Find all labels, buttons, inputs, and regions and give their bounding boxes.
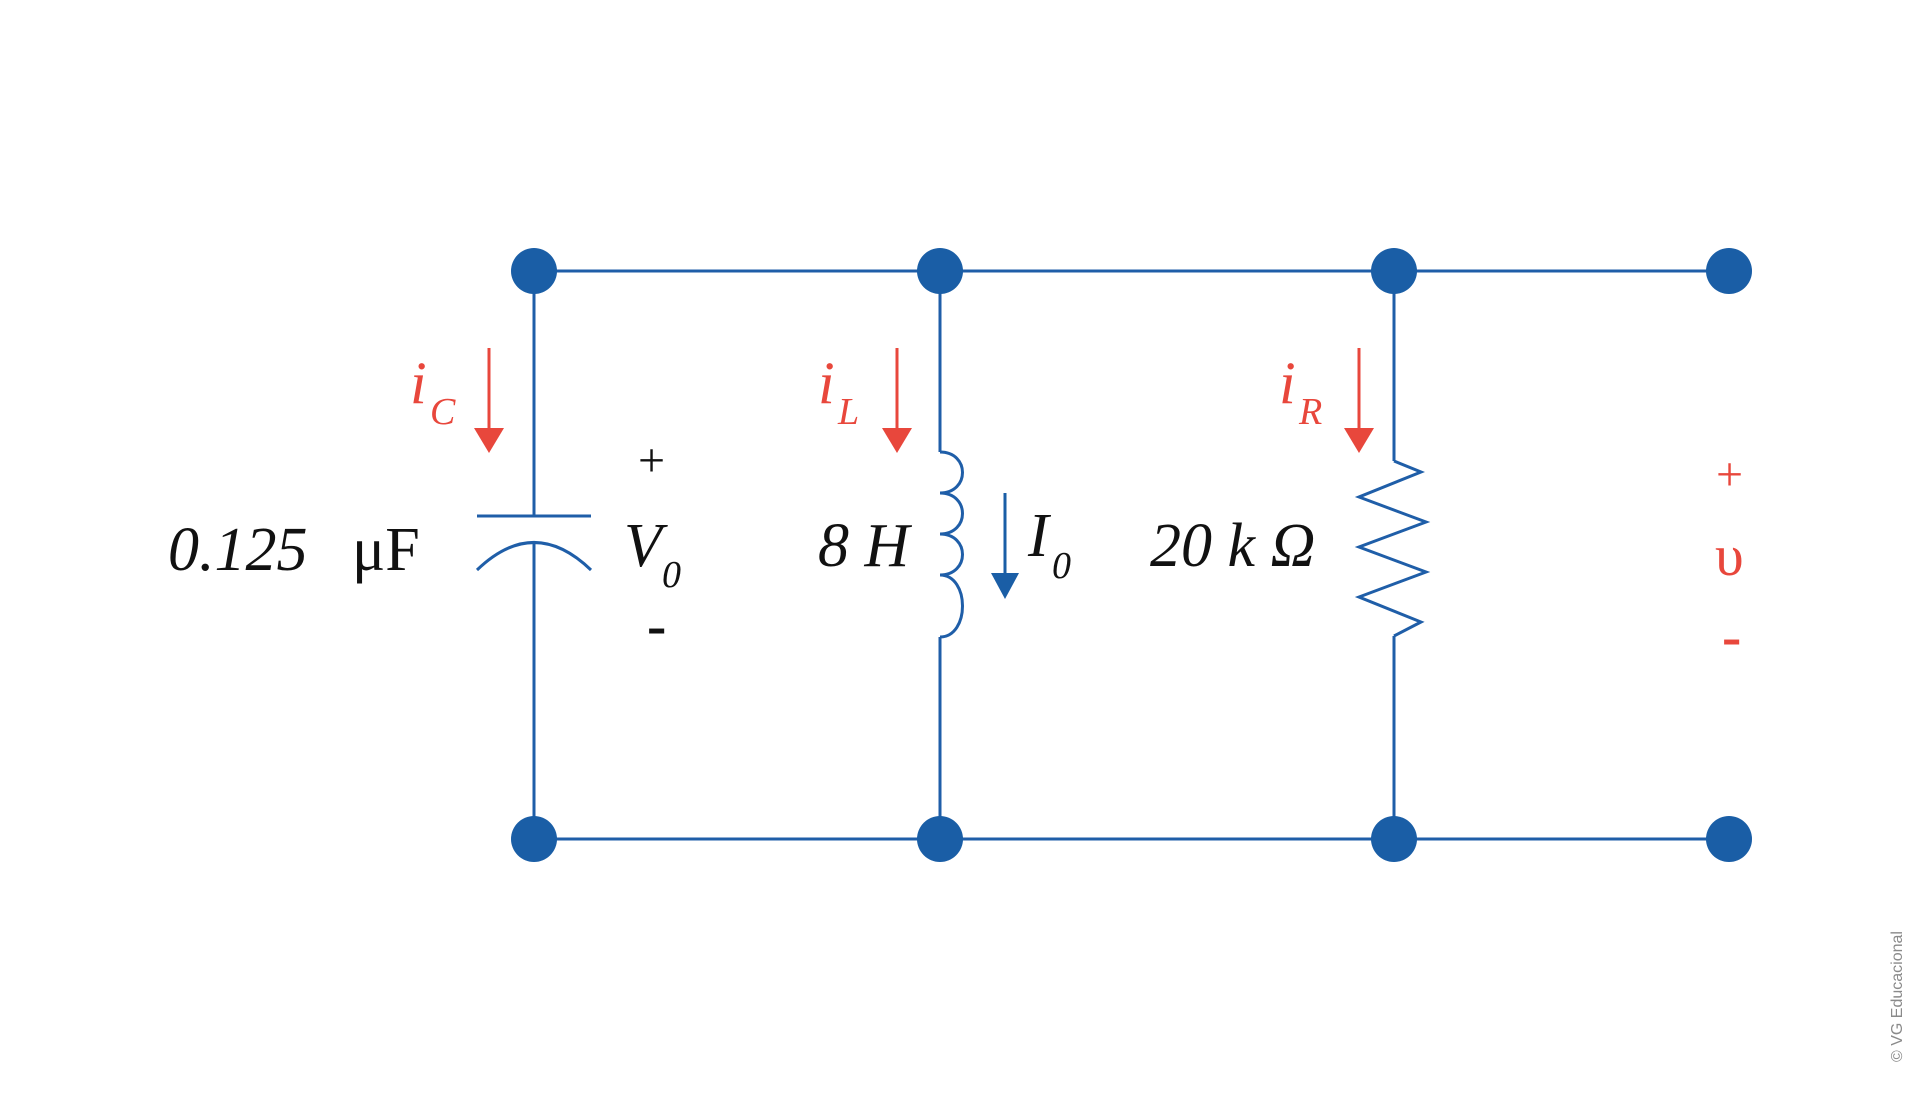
- v0-plus: +: [638, 434, 665, 487]
- ir-arrow: [1344, 348, 1374, 453]
- v0-minus: -: [647, 593, 666, 658]
- output-plus: +: [1716, 448, 1743, 501]
- ir-subscript: R: [1298, 391, 1322, 433]
- inductor-coil: [939, 450, 964, 639]
- i0-arrow: [991, 493, 1019, 599]
- v0-subscript: 0: [662, 554, 681, 596]
- node-bottom-3: [1371, 816, 1417, 862]
- ic-label: i: [410, 350, 427, 416]
- ic-arrow: [474, 348, 504, 453]
- i0-subscript: 0: [1052, 545, 1071, 587]
- copyright-text: © VG Educacional: [1889, 931, 1906, 1062]
- capacitor-value: 0.125: [168, 516, 308, 584]
- resistor-zigzag: [1354, 459, 1431, 638]
- capacitor-unit: μF: [352, 516, 420, 584]
- node-bottom-terminal: [1706, 816, 1752, 862]
- ir-label: i: [1279, 350, 1296, 416]
- resistor-branch: [1354, 271, 1431, 839]
- node-top-terminal: [1706, 248, 1752, 294]
- capacitor-branch: [475, 271, 593, 839]
- il-arrow: [882, 348, 912, 453]
- resistor-value: 20 k Ω: [1150, 512, 1315, 580]
- inductor-value: 8 H: [818, 512, 913, 580]
- node-bottom-1: [511, 816, 557, 862]
- il-label: i: [818, 350, 835, 416]
- il-subscript: L: [837, 391, 859, 433]
- output-symbol: υ: [1715, 523, 1744, 588]
- v0-label: V: [624, 512, 668, 580]
- i0-label: I: [1027, 502, 1052, 570]
- node-top-2: [917, 248, 963, 294]
- output-minus: -: [1722, 604, 1741, 669]
- node-top-1: [511, 248, 557, 294]
- node-top-3: [1371, 248, 1417, 294]
- node-bottom-2: [917, 816, 963, 862]
- inductor-branch: [938, 271, 964, 839]
- ic-subscript: C: [430, 391, 456, 433]
